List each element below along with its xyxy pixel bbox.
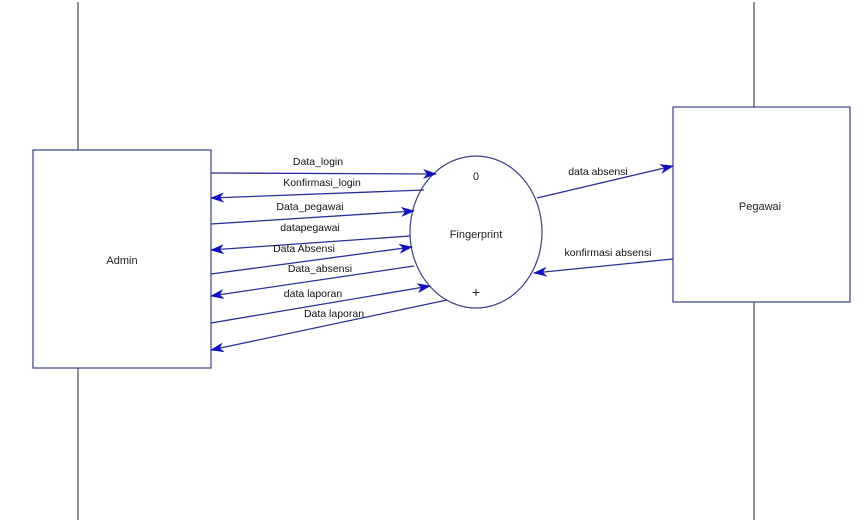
entity-pegawai[interactable]: Pegawai <box>672 106 851 303</box>
flow-label: data laporan <box>284 288 343 300</box>
entity-pegawai-label: Pegawai <box>739 201 781 213</box>
flow-label: Data_absensi <box>288 263 352 275</box>
flow-data-pegawai[interactable]: Data_pegawai <box>210 201 415 225</box>
process-label: Fingerprint <box>450 229 503 241</box>
flow-data-absensi-out[interactable]: Data_absensi <box>210 263 415 300</box>
flow-konfirmasi-absensi[interactable]: konfirmasi absensi <box>533 247 674 277</box>
flow-data-login[interactable]: Data_login <box>210 156 437 179</box>
flow-label: Konfirmasi_login <box>283 177 361 189</box>
flow-label: konfirmasi absensi <box>565 247 652 259</box>
process-expand-marker: + <box>472 284 480 300</box>
flow-data-absensi-in[interactable]: Data Absensi <box>210 243 413 275</box>
process-fingerprint[interactable]: 0 Fingerprint + <box>409 155 543 309</box>
flow-label: data absensi <box>568 166 628 178</box>
flow-label: datapegawai <box>280 222 340 234</box>
flow-data-laporan-out[interactable]: Data laporan <box>210 299 448 353</box>
flow-label: Data_pegawai <box>276 201 343 213</box>
flow-label: Data Absensi <box>273 243 335 255</box>
flow-data-absensi-pegawai[interactable]: data absensi <box>536 164 674 199</box>
flow-konfirmasi-login[interactable]: Konfirmasi_login <box>210 177 425 203</box>
flow-label: Data laporan <box>304 308 364 320</box>
process-number: 0 <box>473 171 479 183</box>
flow-data-laporan-in[interactable]: data laporan <box>210 283 431 324</box>
flow-label: Data_login <box>293 156 343 168</box>
entity-admin-label: Admin <box>106 255 137 267</box>
entity-admin[interactable]: Admin <box>32 149 212 369</box>
flow-datapegawai[interactable]: datapegawai <box>210 222 411 255</box>
